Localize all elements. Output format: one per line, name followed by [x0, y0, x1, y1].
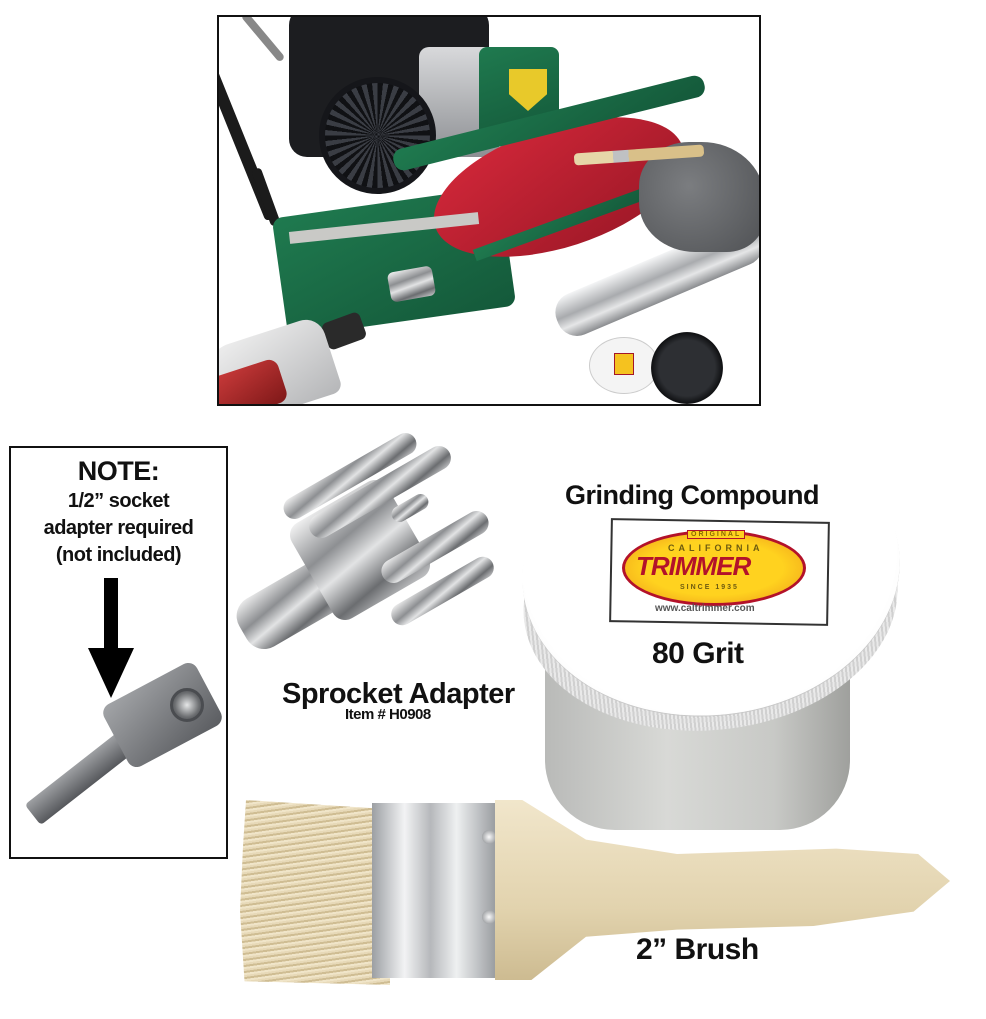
- note-line-3: (not included): [55, 544, 182, 566]
- note-heading: NOTE:: [77, 456, 160, 486]
- gloved-hand: [639, 142, 759, 252]
- sprocket-adapter-item-number: Item # H0908: [345, 706, 431, 723]
- ferrule-rivet: [482, 830, 496, 844]
- mower-backlapping-photo: [217, 15, 761, 406]
- socket-adapter-detent-ball: [170, 688, 204, 722]
- logo-trimmer: TRIMMER: [636, 551, 751, 581]
- grinding-compound-title: Grinding Compound: [565, 480, 819, 510]
- note-line-1: 1/2” socket: [67, 490, 170, 512]
- logo-url: www.caltrimmer.com: [655, 603, 755, 614]
- brush-ferrule: [372, 803, 502, 978]
- sprocket-adapter-image: [229, 425, 505, 670]
- arrow-down-icon: [104, 578, 118, 648]
- open-compound-jar: [651, 332, 723, 404]
- california-trimmer-logo: [622, 530, 806, 606]
- logo-original: ORIGINAL: [687, 530, 746, 539]
- mower-handle-bar: [240, 17, 286, 63]
- note-line-2: adapter required: [43, 517, 194, 539]
- grit-label: 80 Grit: [652, 637, 744, 670]
- brush-label: 2” Brush: [636, 933, 759, 966]
- ferrule-rivet: [482, 910, 496, 924]
- arrow-down-icon-head: [88, 648, 134, 698]
- logo-since: SINCE 1935: [680, 584, 739, 591]
- engine-recoil-fan: [319, 77, 436, 194]
- sprocket-adapter-title: Sprocket Adapter: [282, 678, 515, 710]
- brush-bristles: [240, 800, 390, 985]
- logo-california: CALIFORNIA: [668, 543, 764, 553]
- compound-lid-logo: [614, 353, 634, 375]
